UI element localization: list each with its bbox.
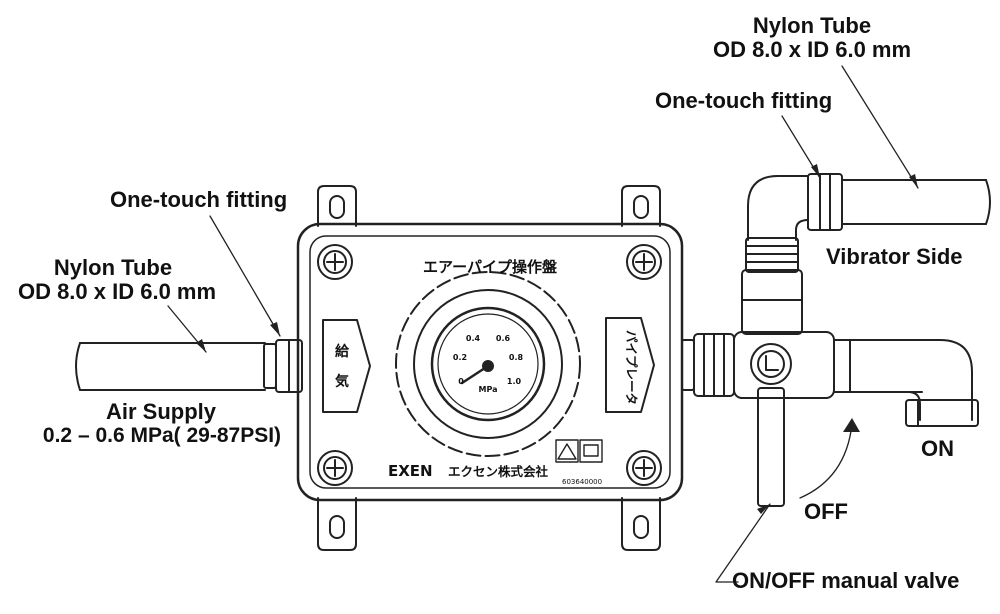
gauge-scale-1-0: 1.0: [507, 377, 522, 386]
nylon-tube-left-size: OD 8.0 x ID 6.0 mm: [17, 279, 217, 304]
manual-valve-label: ON/OFF manual valve: [732, 568, 960, 593]
fitting-left-label: One-touch fitting: [110, 187, 288, 212]
supply-tag-top: 給: [335, 343, 350, 360]
screw-bottom-right: [626, 450, 662, 486]
leader-tube-right: [841, 65, 919, 189]
left-one-touch-fitting: [263, 339, 303, 393]
leader-tube-right-arrowhead: [909, 174, 918, 188]
air-supply-label: Air Supply: [105, 399, 216, 424]
nylon-tube-left-label: Nylon Tube: [53, 255, 173, 280]
vibrator-tag: [605, 317, 655, 413]
gauge-scale-0-2: 0.2: [453, 353, 467, 362]
off-direction-arrowhead: [843, 418, 860, 432]
supply-tag-bottom: 気: [335, 373, 349, 390]
off-label: OFF: [804, 499, 848, 524]
leader-fitting-left-arrowhead: [270, 322, 280, 336]
gauge-scale-0: 0: [458, 377, 464, 386]
nylon-tube-right-label: Nylon Tube: [752, 13, 872, 38]
vibrator-side-label: Vibrator Side: [826, 244, 963, 269]
upper-elbow-fitting: [747, 173, 843, 241]
gauge-unit: MPa: [478, 385, 497, 394]
company-name: エクセン株式会社: [448, 464, 549, 479]
leader-manual-valve-arrowhead: [757, 504, 770, 514]
brand-logo: EXEN: [388, 462, 433, 480]
leader-manual-valve: [715, 503, 771, 583]
right-nylon-tube: [841, 179, 991, 225]
leader-fitting-right-arrowhead: [811, 164, 820, 178]
gauge-scale-0-4: 0.4: [466, 334, 481, 343]
pressure-gauge: [395, 271, 581, 457]
screw-top-right: [626, 244, 662, 280]
bottom-right-bracket: [621, 497, 661, 551]
vibrator-tag-text: パイプレータ: [624, 330, 639, 405]
air-supply-range: 0.2 – 0.6 MPa( 29-87PSI): [42, 424, 282, 447]
bottom-left-bracket: [317, 497, 357, 551]
gauge-scale-0-6: 0.6: [496, 334, 511, 343]
left-nylon-tube: [75, 342, 266, 391]
panel-title: エアーパイプ操作盤: [423, 258, 558, 276]
screw-bottom-left: [317, 450, 353, 486]
serial-number: 603640000: [562, 478, 602, 486]
off-direction-arrow: [799, 423, 853, 499]
supply-tag: [322, 319, 371, 413]
warning-stickers: [555, 439, 603, 463]
manual-valve-lever: [750, 343, 792, 507]
gauge-scale-0-8: 0.8: [509, 353, 524, 362]
outlet-connector: [681, 333, 735, 397]
on-label: ON: [921, 436, 954, 461]
top-right-bracket: [621, 185, 661, 227]
lower-elbow-fitting: [899, 339, 979, 427]
nylon-tube-right-size: OD 8.0 x ID 6.0 mm: [712, 37, 912, 62]
top-left-bracket: [317, 185, 357, 227]
leader-fitting-left: [209, 215, 281, 337]
screw-top-left: [317, 244, 353, 280]
leader-tube-left-arrowhead: [196, 339, 206, 352]
fitting-right-label: One-touch fitting: [655, 88, 833, 113]
